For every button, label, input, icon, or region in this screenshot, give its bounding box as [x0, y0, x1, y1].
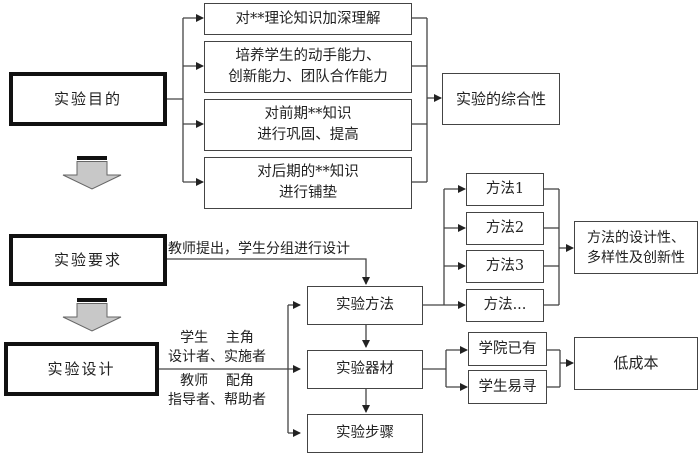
node-method-1: 方法1 [466, 173, 544, 206]
node-purpose-item-2: 培养学生的动手能力、 创新能力、团队合作能力 [204, 41, 412, 93]
down-arrow-icon [62, 298, 122, 332]
node-source-college: 学院已有 [468, 332, 547, 366]
node-purpose-item-1: 对**理论知识加深理解 [204, 3, 412, 35]
node-purpose-item-3: 对前期**知识 进行巩固、提高 [204, 99, 412, 151]
down-arrow-icon [62, 156, 122, 190]
edge-requirement [166, 258, 370, 285]
node-method-design-innovation: 方法的设计性、 多样性及创新性 [574, 221, 698, 274]
node-method-3: 方法3 [466, 250, 544, 283]
node-experiment-requirement: 实验要求 [9, 234, 167, 286]
node-purpose-item-4: 对后期的**知识 进行铺垫 [204, 157, 412, 209]
node-comprehensiveness: 实验的综合性 [442, 73, 560, 125]
node-method-2: 方法2 [466, 212, 544, 245]
label-student-role: 学生 主角 设计者、实施者 [168, 330, 266, 365]
node-method-more: 方法... [466, 289, 544, 322]
node-experiment-method: 实验方法 [307, 286, 423, 325]
node-low-cost: 低成本 [574, 337, 698, 390]
node-experiment-equipment: 实验器材 [307, 350, 423, 389]
node-experiment-purpose: 实验目的 [9, 72, 167, 126]
node-experiment-design: 实验设计 [4, 342, 159, 396]
node-experiment-steps: 实验步骤 [307, 414, 423, 453]
label-teacher-role: 教师 配角 指导者、帮助者 [168, 373, 266, 408]
node-source-student: 学生易寻 [468, 370, 547, 404]
label-requirement-edge: 教师提出，学生分组进行设计 [168, 241, 350, 257]
